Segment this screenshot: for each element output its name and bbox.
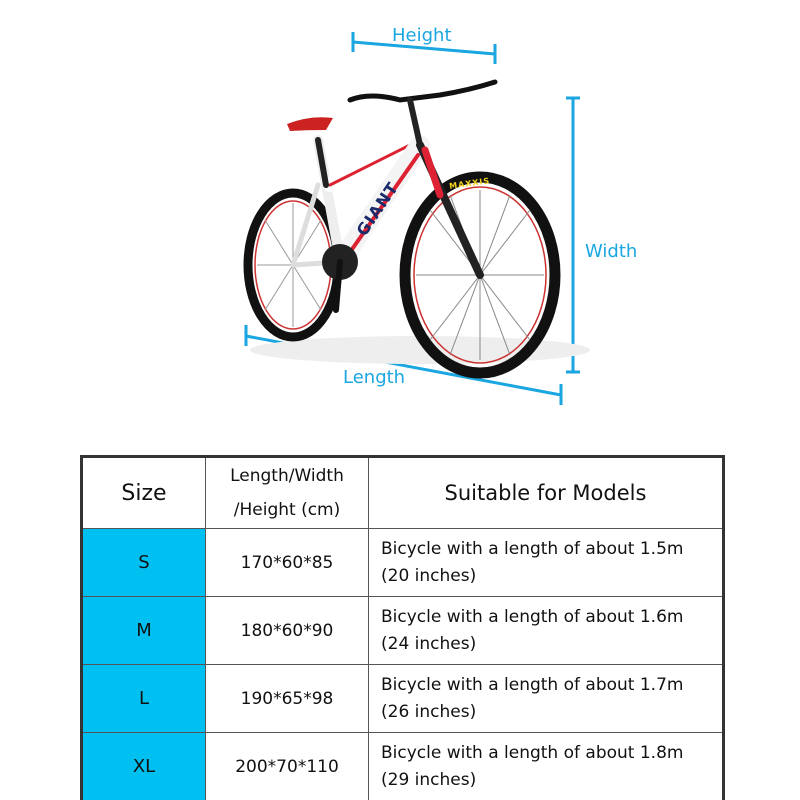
table-row: XL 200*70*110 Bicycle with a length of a… bbox=[81, 732, 724, 800]
bike-frame bbox=[287, 79, 498, 313]
model-line2: (20 inches) bbox=[381, 565, 477, 586]
header-dimensions-line1: Length/Width bbox=[230, 466, 344, 486]
table-row: L 190*65*98 Bicycle with a length of abo… bbox=[81, 664, 724, 733]
model-line1: Bicycle with a length of about 1.7m bbox=[381, 674, 684, 695]
table-header-row: Size Length/Width/Height (cm) Suitable f… bbox=[81, 456, 724, 529]
header-size: Size bbox=[81, 456, 206, 529]
model-line2: (24 inches) bbox=[381, 633, 477, 654]
table-row: S 170*60*85 Bicycle with a length of abo… bbox=[81, 528, 724, 597]
size-cell: S bbox=[81, 528, 206, 597]
dimensions-cell: 180*60*90 bbox=[205, 596, 369, 665]
length-label: Length bbox=[343, 367, 406, 388]
model-cell: Bicycle with a length of about 1.6m (24 i… bbox=[368, 596, 724, 665]
dimensions-cell: 200*70*110 bbox=[205, 732, 369, 800]
model-line2: (26 inches) bbox=[381, 701, 477, 722]
model-line1: Bicycle with a length of about 1.5m bbox=[381, 538, 684, 559]
height-dimension-line bbox=[351, 32, 497, 64]
model-line2: (29 inches) bbox=[381, 769, 477, 790]
model-line1: Bicycle with a length of about 1.6m bbox=[381, 606, 684, 627]
model-line1: Bicycle with a length of about 1.8m bbox=[381, 742, 684, 763]
size-cell: XL bbox=[81, 732, 206, 800]
size-table: Size Length/Width/Height (cm) Suitable f… bbox=[80, 455, 725, 800]
model-cell: Bicycle with a length of about 1.7m (26 i… bbox=[368, 664, 724, 733]
dimensions-cell: 170*60*85 bbox=[205, 528, 369, 597]
bicycle-illustration: GIANT MAXXIS bbox=[243, 32, 590, 405]
frame-brand-logo: GIANT bbox=[353, 178, 403, 239]
header-dimensions: Length/Width/Height (cm) bbox=[205, 456, 369, 529]
header-models: Suitable for Models bbox=[368, 456, 724, 529]
size-cell: M bbox=[81, 596, 206, 665]
width-dimension-line bbox=[566, 96, 580, 374]
model-cell: Bicycle with a length of about 1.5m (20 i… bbox=[368, 528, 724, 597]
model-cell: Bicycle with a length of about 1.8m (29 i… bbox=[368, 732, 724, 800]
width-label: Width bbox=[585, 241, 638, 262]
size-cell: L bbox=[81, 664, 206, 733]
header-dimensions-line2: /Height (cm) bbox=[233, 500, 341, 520]
height-label: Height bbox=[392, 25, 452, 46]
table-row: M 180*60*90 Bicycle with a length of abo… bbox=[81, 596, 724, 665]
dimensions-cell: 190*65*98 bbox=[205, 664, 369, 733]
